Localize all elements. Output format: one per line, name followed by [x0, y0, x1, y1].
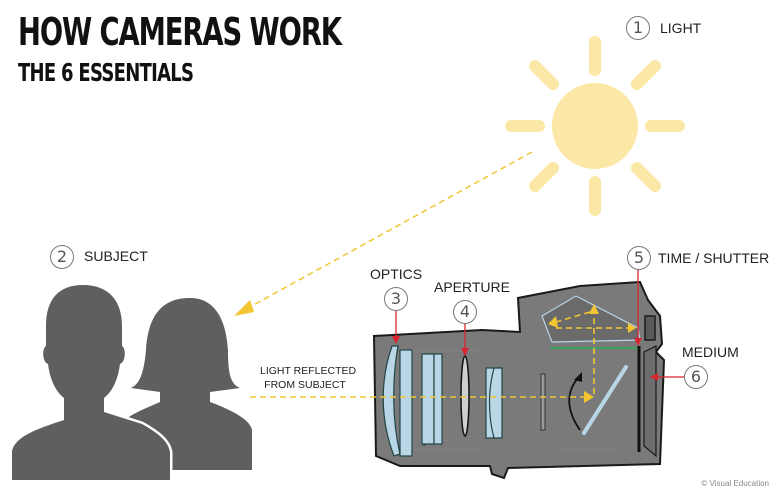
essential-label-aperture: APERTURE: [434, 279, 510, 295]
essential-number-5: 5: [627, 246, 651, 270]
page-title: HOW CAMERAS WORK: [18, 10, 342, 54]
essential-label-subject: SUBJECT: [84, 248, 148, 264]
essential-label-medium: MEDIUM: [682, 344, 739, 360]
essential-number-4: 4: [453, 300, 477, 324]
sensor-medium: [643, 345, 657, 458]
essential-label-light: LIGHT: [660, 20, 702, 36]
essential-label-optics: OPTICS: [370, 266, 423, 282]
essential-number-6: 6: [684, 365, 708, 389]
aperture-icon: [460, 355, 470, 437]
sun-icon: [505, 36, 685, 216]
pointer-lines: [392, 268, 684, 381]
essential-number-2: 2: [50, 245, 74, 269]
reflected-light-line1: LIGHT REFLECTED: [260, 365, 357, 377]
essential-label-time-shutter: TIME / SHUTTER: [658, 250, 770, 266]
incident-light-arrow: [234, 151, 533, 316]
mirror: [582, 365, 628, 435]
credit-text: © Visual Education: [701, 479, 769, 488]
reflected-light-line2: FROM SUBJECT: [264, 379, 346, 391]
camera-cutaway: [372, 280, 666, 480]
subject-silhouette-icon: [9, 282, 252, 483]
page-subtitle: THE 6 ESSENTIALS: [18, 58, 194, 87]
essential-number-3: 3: [384, 287, 408, 311]
reflected-light-label: LIGHT REFLECTED FROM SUBJECT: [260, 364, 357, 392]
essential-number-1: 1: [626, 16, 650, 40]
camera-light-path: [250, 304, 636, 403]
